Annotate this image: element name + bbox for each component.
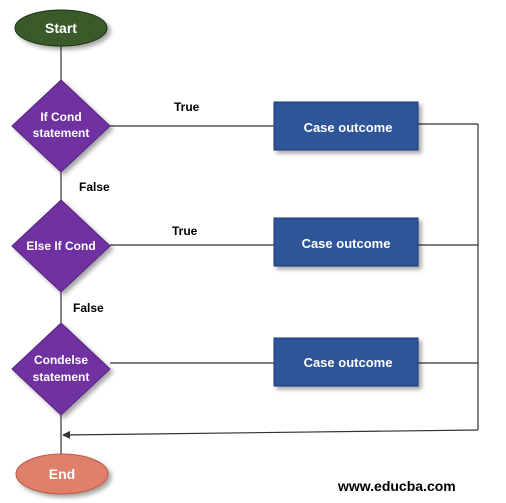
watermark-text: www.educba.com bbox=[337, 478, 456, 494]
start-label: Start bbox=[45, 20, 77, 36]
condelse-label-line1: Condelse bbox=[34, 353, 88, 367]
outcome-1-label: Case outcome bbox=[304, 120, 393, 135]
edge-label-elseif-false: False bbox=[73, 301, 104, 315]
if-cond-label-line2: statement bbox=[33, 126, 90, 140]
connectors bbox=[60, 45, 479, 455]
outcome-3-label: Case outcome bbox=[304, 355, 393, 370]
outcome-box-1: Case outcome bbox=[273, 101, 419, 151]
edge-label-if-true: True bbox=[174, 100, 200, 114]
outcome-box-2: Case outcome bbox=[273, 217, 419, 267]
outcome-2-label: Case outcome bbox=[302, 236, 391, 251]
outcome-box-3: Case outcome bbox=[273, 337, 419, 387]
if-cond-label-line1: If Cond bbox=[40, 110, 81, 124]
end-label: End bbox=[49, 466, 75, 482]
edge-label-if-false: False bbox=[79, 180, 110, 194]
condelse-decision: Condelse statement bbox=[11, 322, 111, 416]
start-node: Start bbox=[14, 9, 108, 47]
edge-label-elseif-true: True bbox=[172, 224, 198, 238]
condelse-label-line2: statement bbox=[33, 370, 90, 384]
else-if-cond-decision: Else If Cond bbox=[11, 199, 111, 293]
else-if-cond-label: Else If Cond bbox=[26, 239, 95, 253]
end-node: End bbox=[15, 453, 109, 495]
if-cond-decision: If Cond statement bbox=[11, 79, 111, 173]
line-return-arrow bbox=[62, 429, 479, 439]
